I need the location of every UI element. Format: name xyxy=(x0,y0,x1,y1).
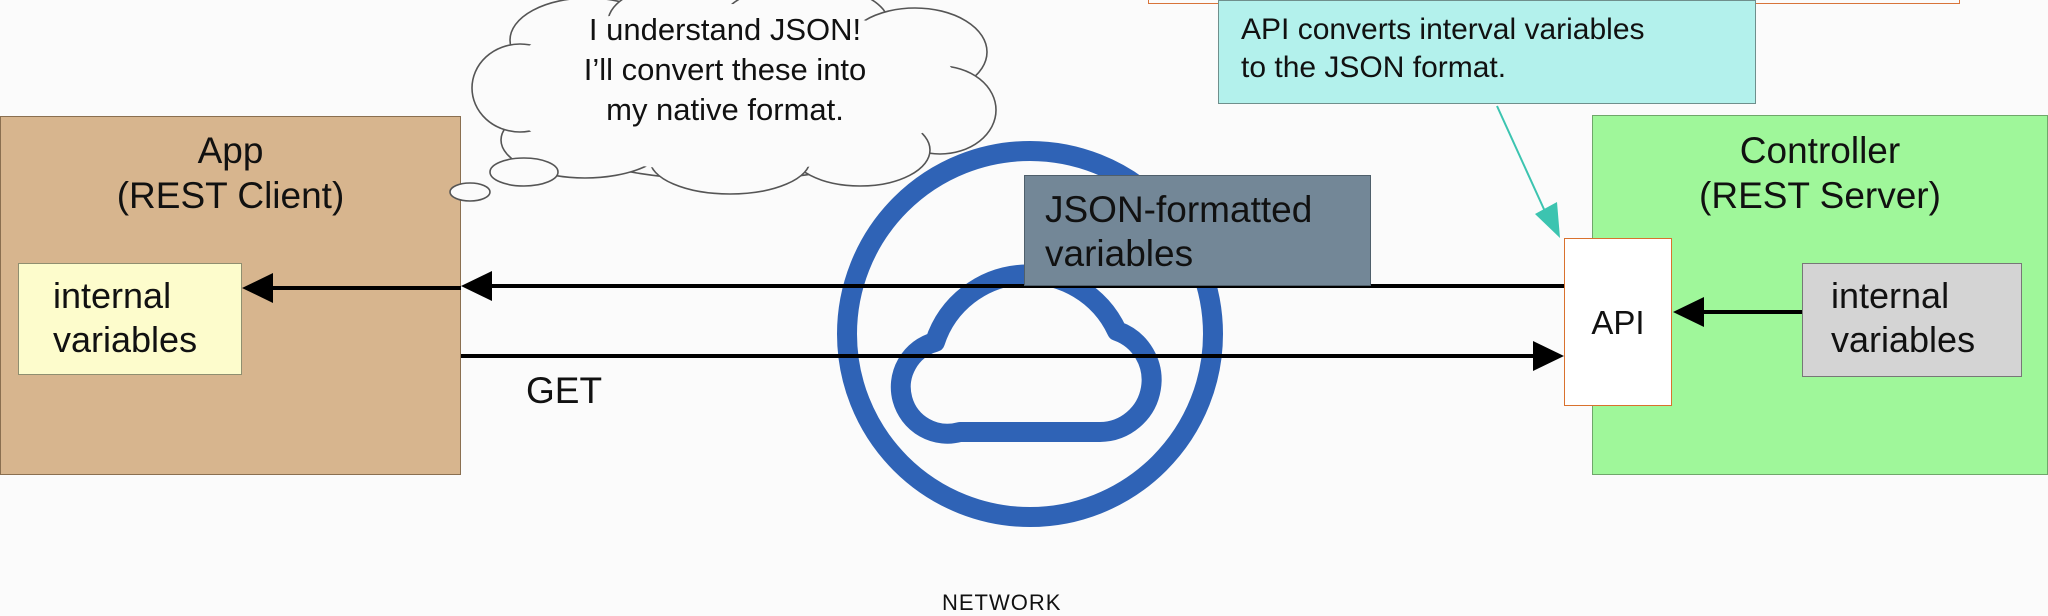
api-conversion-note-text: API converts interval variables to the J… xyxy=(1241,13,1645,84)
thought-bubble-text: I understand JSON! I’ll convert these in… xyxy=(583,12,867,127)
note-leader-line xyxy=(1496,105,1549,219)
get-arrowhead-api xyxy=(1533,341,1564,371)
response-arrowhead-app xyxy=(461,271,492,301)
app-internal-variables-box: internal variables xyxy=(18,263,242,375)
network-label: NETWORK xyxy=(942,590,1062,615)
app-title: App (REST Client) xyxy=(116,130,345,216)
network-circle xyxy=(837,141,1223,527)
api-box: API xyxy=(1564,238,1672,406)
thought-bubble-small-1 xyxy=(489,157,559,187)
controller-internal-variables-box: internal variables xyxy=(1802,263,2022,377)
internal-arrowhead-app xyxy=(242,273,273,303)
thought-cloud-fill xyxy=(498,4,958,172)
json-formatted-variables-box: JSON-formatted variables xyxy=(1024,175,1371,286)
thought-bubble-small-2 xyxy=(449,182,491,202)
note-leader-arrowhead xyxy=(1535,202,1560,238)
get-label: GET xyxy=(526,370,603,411)
controller-title: Controller (REST Server) xyxy=(1699,130,1941,216)
controller-internal-arrowhead xyxy=(1673,297,1704,327)
network-cloud-icon xyxy=(890,264,1162,444)
api-conversion-note: API converts interval variables to the J… xyxy=(1218,0,1756,104)
